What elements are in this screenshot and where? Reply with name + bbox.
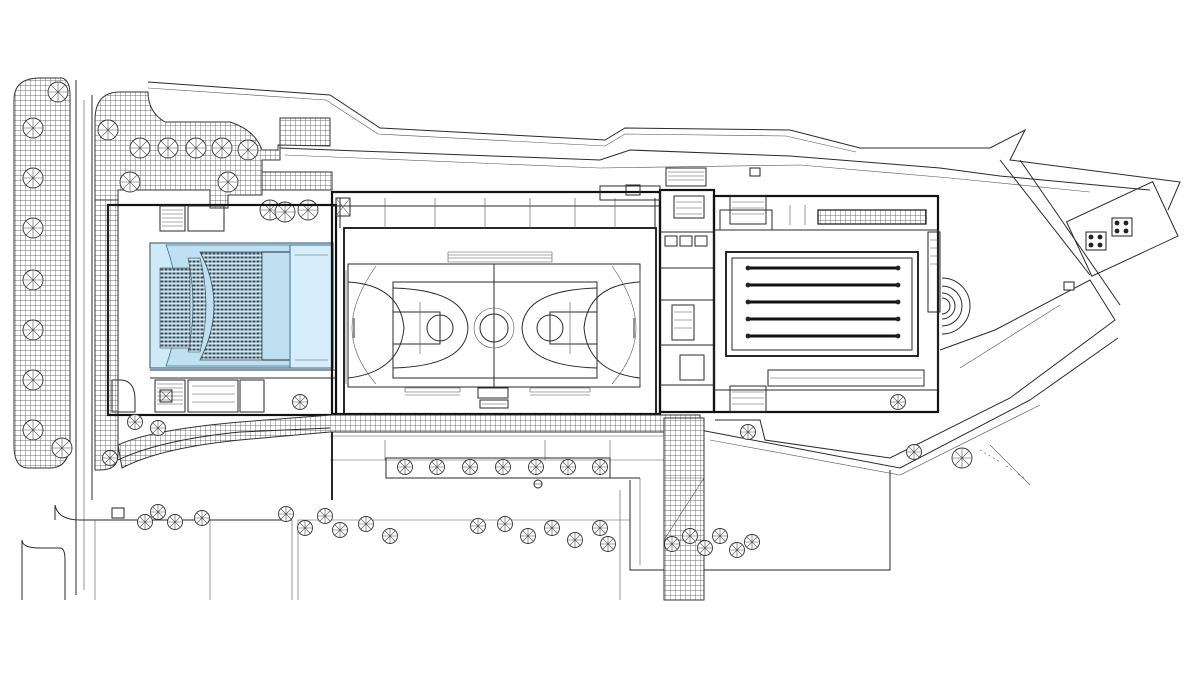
south-promenade (117, 414, 705, 601)
pool-lanes (745, 265, 901, 339)
road-network (21, 80, 891, 600)
left-tree-strip (13, 77, 73, 469)
service-block (599, 167, 716, 414)
basketball-court (345, 263, 641, 388)
swimming-pool (725, 251, 919, 357)
pool-building (712, 194, 971, 414)
sports-hall (330, 190, 662, 416)
parking-icon (1085, 217, 1133, 251)
auditorium (106, 203, 338, 417)
north-road (147, 81, 1181, 306)
auditorium-hall (149, 242, 334, 369)
spa-semicircle (941, 277, 971, 335)
east-road (111, 167, 1179, 519)
